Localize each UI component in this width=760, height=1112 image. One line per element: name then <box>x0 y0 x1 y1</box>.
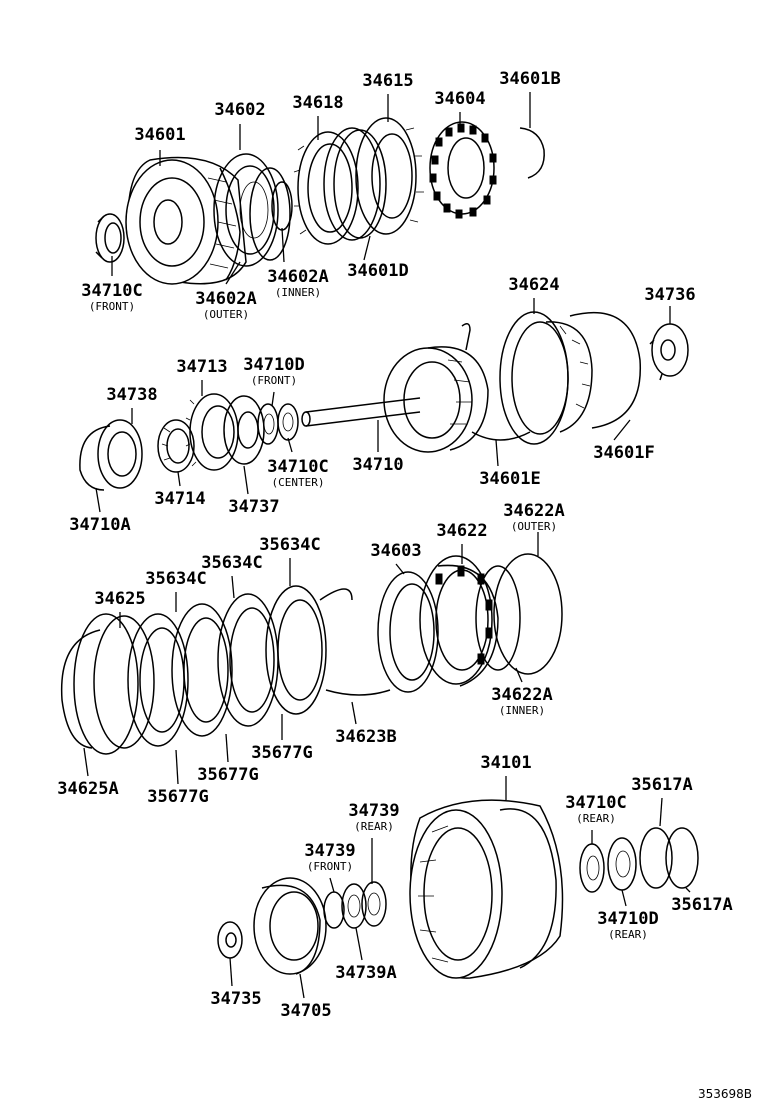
part-34710C-rear <box>579 843 605 893</box>
part-34601F-snap-ring <box>569 311 642 429</box>
label-p34618: 34618 <box>292 93 343 113</box>
label-p35617A-2: 35617A <box>671 895 732 915</box>
label-p34739-front: 34739 <box>304 841 355 861</box>
label-p34615: 34615 <box>362 71 413 91</box>
label-p35634C-2: 35634C <box>201 553 262 573</box>
label-p34622A-outer: 34622A <box>503 501 564 521</box>
part-35617A-1 <box>639 827 673 889</box>
part-34705-ring-gear <box>253 877 327 975</box>
label-p34710C-rear: 34710C <box>565 793 626 813</box>
label-p35677G-2: 35677G <box>197 765 258 785</box>
part-34738-gear <box>97 419 143 489</box>
sublabel-p34622A-outer: (OUTER) <box>511 520 557 533</box>
part-34625A-snap-ring <box>60 629 101 749</box>
label-p34101: 34101 <box>480 753 531 773</box>
label-p34603: 34603 <box>370 541 421 561</box>
label-p35634C-3: 35634C <box>145 569 206 589</box>
label-p34736: 34736 <box>644 285 695 305</box>
part-34615-plates <box>323 117 424 241</box>
sublabel-p34710D-rear: (REAR) <box>608 928 648 941</box>
label-p34601E: 34601E <box>479 469 540 489</box>
label-p34735: 34735 <box>210 989 261 1009</box>
label-p35677G-1: 35677G <box>251 743 312 763</box>
sublabel-p34739-rear: (REAR) <box>354 820 394 833</box>
part-34710D-front <box>257 403 279 445</box>
part-34710D-rear <box>607 837 637 891</box>
label-p34710A: 34710A <box>69 515 130 535</box>
label-p34622A-inner: 34622A <box>491 685 552 705</box>
part-34101-case <box>409 799 564 979</box>
label-p34601: 34601 <box>134 125 185 145</box>
part-34735-washer <box>217 921 243 959</box>
part-34622-piston <box>419 555 499 687</box>
label-p35617A-1: 35617A <box>631 775 692 795</box>
label-p34622: 34622 <box>436 521 487 541</box>
part-34618-plate <box>293 131 359 245</box>
part-34736-washer <box>649 323 689 381</box>
part-34623B-snap-ring <box>319 588 391 696</box>
label-p34625A: 34625A <box>57 779 118 799</box>
sublabel-p34622A-inner: (INNER) <box>499 704 545 717</box>
label-p34602: 34602 <box>214 100 265 120</box>
sublabel-p34739-front: (FRONT) <box>307 860 353 873</box>
label-p34601B: 34601B <box>499 69 560 89</box>
label-p34710: 34710 <box>352 455 403 475</box>
label-p34739-rear: 34739 <box>348 801 399 821</box>
part-34624-hub <box>499 311 593 445</box>
part-34710C-center <box>277 403 299 441</box>
diagram-code: 353698B <box>698 1087 752 1101</box>
label-p34705: 34705 <box>280 1001 331 1021</box>
sublabel-p34710C-front: (FRONT) <box>89 300 135 313</box>
sublabel-p34710D-front: (FRONT) <box>251 374 297 387</box>
label-p34710D-rear: 34710D <box>597 909 658 929</box>
label-p34602A-outer: 34602A <box>195 289 256 309</box>
part-34604-one-way-clutch <box>429 121 497 219</box>
label-p34601D: 34601D <box>347 261 408 281</box>
part-34601B-snap-ring <box>519 127 545 179</box>
label-p34714: 34714 <box>154 489 205 509</box>
label-p34713: 34713 <box>176 357 227 377</box>
label-p34625: 34625 <box>94 589 145 609</box>
part-34710A-snap-ring <box>79 425 111 491</box>
part-35617A-2 <box>665 827 699 889</box>
label-p34710D-front: 34710D <box>243 355 304 375</box>
sublabel-p34710C-rear: (REAR) <box>576 812 616 825</box>
label-p34737: 34737 <box>228 497 279 517</box>
part-34601-drum <box>125 156 247 285</box>
sublabel-p34710C-center: (CENTER) <box>272 476 325 489</box>
part-34602-piston <box>213 153 279 267</box>
label-p35677G-3: 35677G <box>147 787 208 807</box>
leader-lines <box>83 92 691 999</box>
sublabel-p34602A-inner: (INNER) <box>275 286 321 299</box>
label-p34739A: 34739A <box>335 963 396 983</box>
label-p34602A-inner: 34602A <box>267 267 328 287</box>
part-34622A-outer <box>493 553 563 675</box>
label-p34601F: 34601F <box>593 443 654 463</box>
part-34622A-inner <box>475 565 521 671</box>
part-34710-shaft <box>301 323 489 453</box>
label-p35634C-1: 35634C <box>259 535 320 555</box>
part-34714-bearing <box>157 419 195 473</box>
part-34602A-outer <box>249 167 291 261</box>
label-p34604: 34604 <box>434 89 485 109</box>
part-34710C-front <box>95 213 125 263</box>
part-clutch-pack <box>73 585 327 755</box>
label-p34623B: 34623B <box>335 727 396 747</box>
label-p34624: 34624 <box>508 275 559 295</box>
part-34603-spring-retainer <box>377 571 439 693</box>
label-p34738: 34738 <box>106 385 157 405</box>
sublabel-p34602A-outer: (OUTER) <box>203 308 249 321</box>
label-p34710C-front: 34710C <box>81 281 142 301</box>
label-p34710C-center: 34710C <box>267 457 328 477</box>
part-34601E-snap-ring <box>471 431 531 441</box>
